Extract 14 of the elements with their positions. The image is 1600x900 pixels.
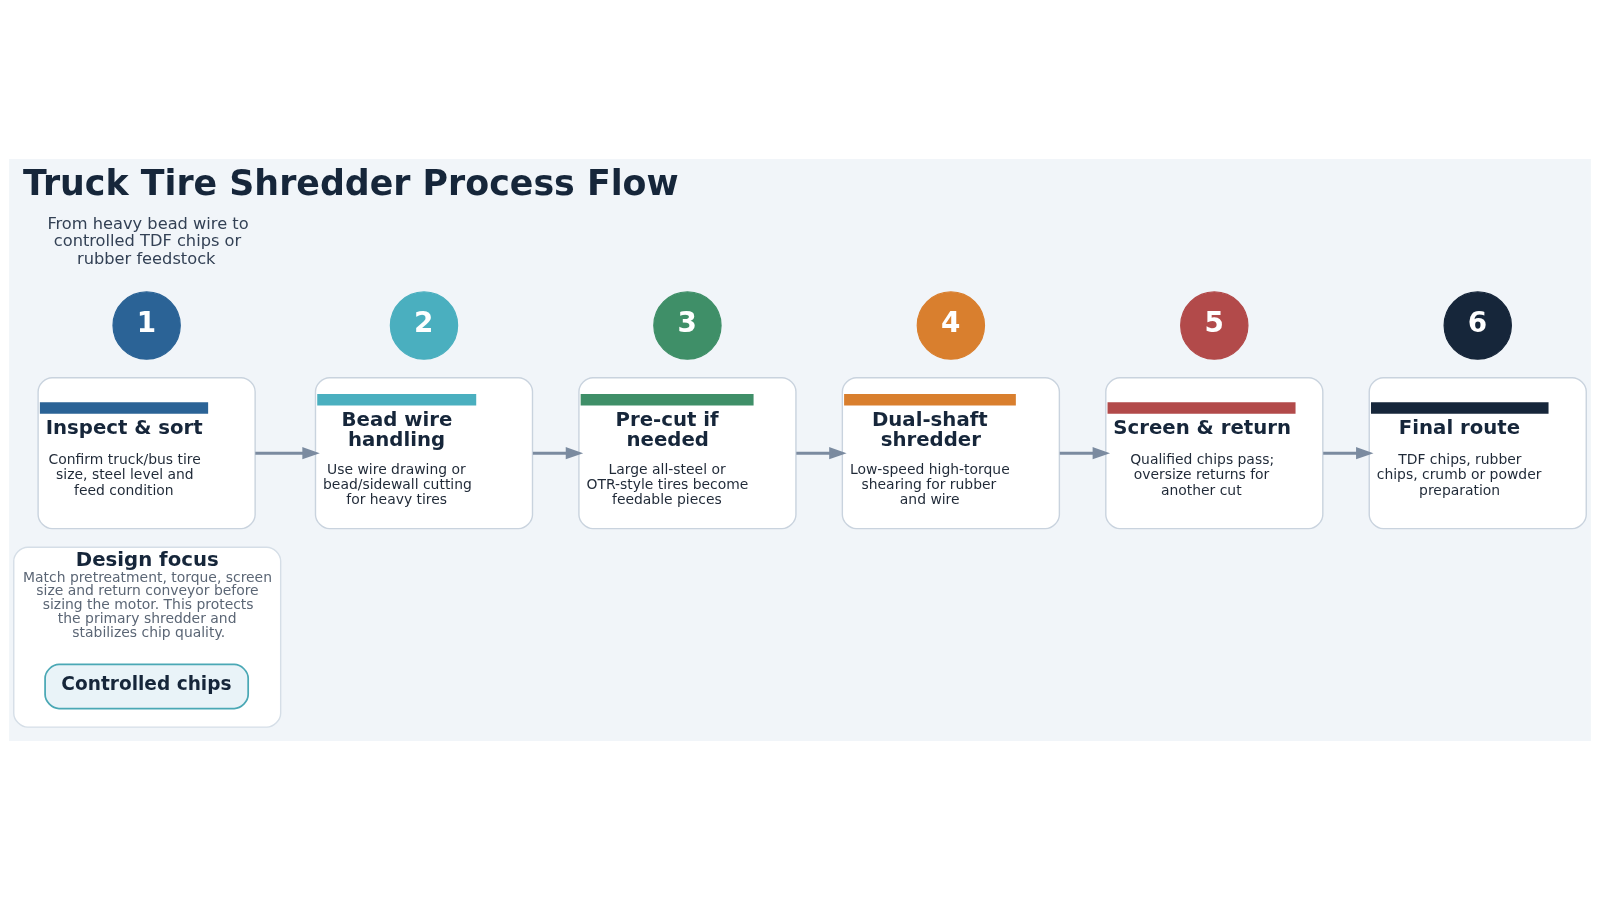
node-circle: 4 — [916, 291, 986, 360]
diagram-title: Truck Tire Shredder Process Flow — [23, 162, 679, 203]
arrow — [532, 447, 584, 460]
node-circle: 5 — [1180, 291, 1249, 360]
node-circle: 1 — [112, 291, 181, 360]
arrow — [796, 447, 847, 460]
label: From heavy bead wire to controlled TDF chips or rubber feedstock — [47, 213, 249, 268]
arrow — [1059, 447, 1111, 460]
arrow — [255, 447, 320, 460]
node-circle: 6 — [1443, 291, 1512, 360]
arrow — [1323, 447, 1374, 460]
node-circle: 2 — [389, 291, 459, 360]
node-circle: 3 — [653, 291, 722, 360]
node-box: Controlled chips — [44, 663, 250, 710]
